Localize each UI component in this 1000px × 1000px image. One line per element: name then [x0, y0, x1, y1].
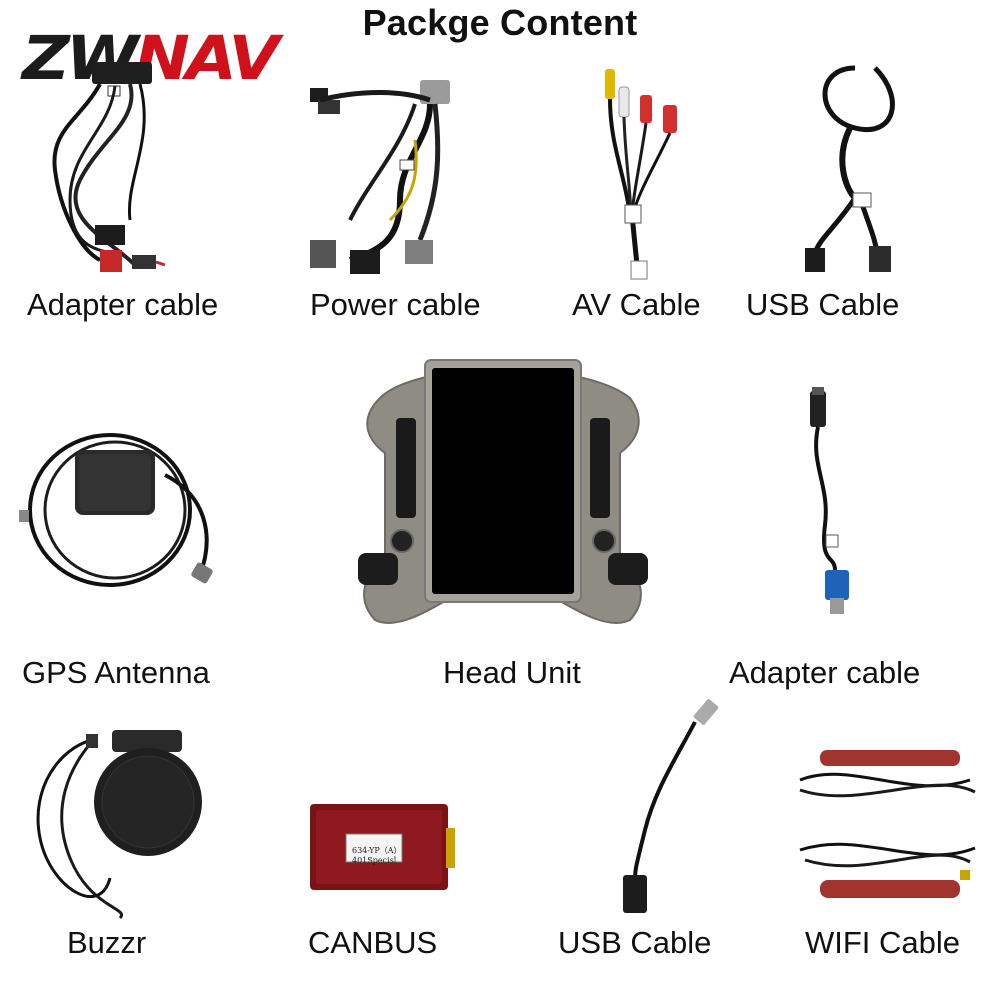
label-canbus: CANBUS [308, 925, 438, 960]
wire-harness-icon [40, 60, 170, 280]
usb-extension-icon [615, 699, 725, 915]
label-usb-cable-1: USB Cable [746, 287, 900, 322]
canbus-box-icon [310, 804, 455, 890]
brand-logo: ZWNAV [22, 23, 280, 94]
gps-antenna-icon [15, 415, 230, 595]
page-title: Packge Content [362, 2, 638, 43]
label-av-cable: AV Cable [572, 287, 701, 322]
label-head-unit: Head Unit [443, 655, 581, 690]
label-usb-cable-2: USB Cable [558, 925, 712, 960]
label-buzzr: Buzzr [67, 925, 147, 960]
label-wifi-cable: WIFI Cable [805, 925, 961, 960]
head-unit-icon [340, 358, 665, 630]
canbus-sticker-line2: 401Specisl [352, 856, 397, 865]
brand-logo-part2: NAV [134, 23, 280, 94]
power-harness-icon [290, 70, 480, 280]
antenna-adapter-icon [790, 385, 870, 620]
buzzer-icon [30, 728, 202, 923]
label-gps-antenna: GPS Antenna [22, 655, 210, 690]
label-power-cable: Power cable [310, 287, 481, 322]
canbus-sticker-line1: 634-YP（A） [352, 846, 402, 855]
rca-cable-icon [595, 65, 690, 285]
wifi-antenna-icon [790, 740, 980, 905]
canbus-sticker: 634-YP（A） 401Specisl [352, 846, 432, 866]
label-adapter-cable-2: Adapter cable [729, 655, 921, 690]
label-adapter-cable-1: Adapter cable [27, 287, 219, 322]
usb-cable-icon [795, 58, 915, 278]
